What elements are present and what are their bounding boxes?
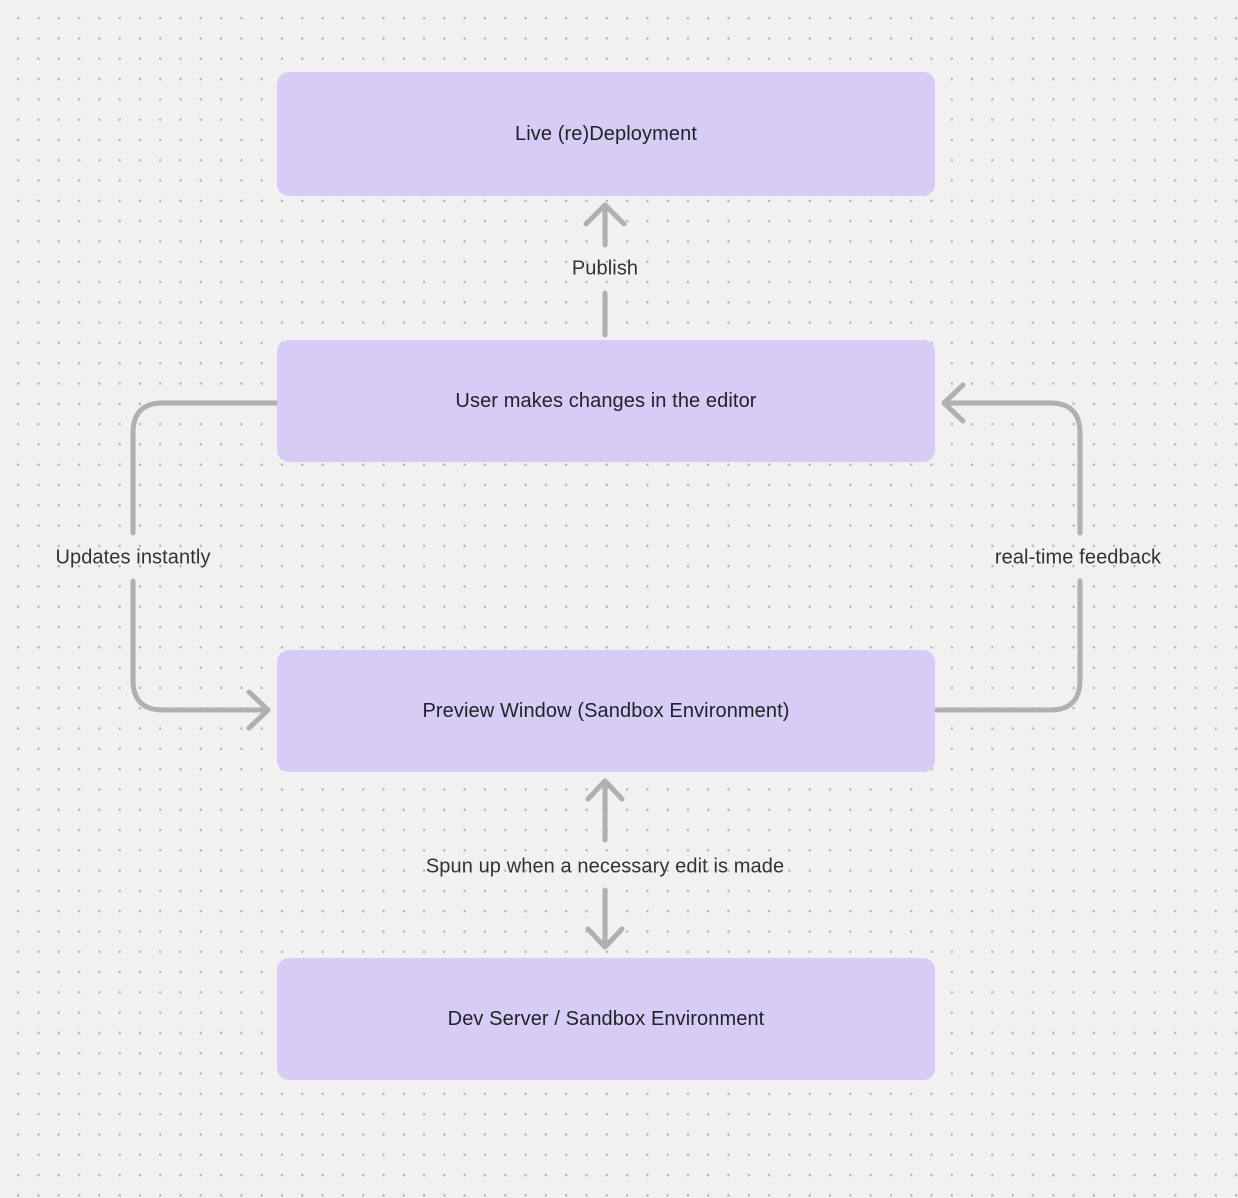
node-user-editor-label: User makes changes in the editor [455,389,757,412]
arrowhead-up-icon [583,202,627,227]
edge-label-updates-instantly: Updates instantly [55,546,211,569]
node-preview-window-label: Preview Window (Sandbox Environment) [422,699,790,722]
node-live-redeployment: Live (re)Deployment [277,72,935,196]
edge-label-realtime-feedback: real-time feedback [994,546,1162,569]
edge-label-spun-up: Spun up when a necessary edit is made [425,855,785,878]
node-dev-server-label: Dev Server / Sandbox Environment [447,1007,765,1030]
node-preview-window: Preview Window (Sandbox Environment) [277,650,935,772]
arrowhead-left-icon [941,382,966,424]
node-user-editor: User makes changes in the editor [277,340,935,462]
edge-label-publish: Publish [571,257,639,280]
node-dev-server: Dev Server / Sandbox Environment [277,958,935,1080]
arrowhead-down-icon [585,926,625,950]
node-live-redeployment-label: Live (re)Deployment [515,122,697,145]
arrowhead-right-icon [246,689,271,731]
arrowhead-up-icon [585,778,625,802]
